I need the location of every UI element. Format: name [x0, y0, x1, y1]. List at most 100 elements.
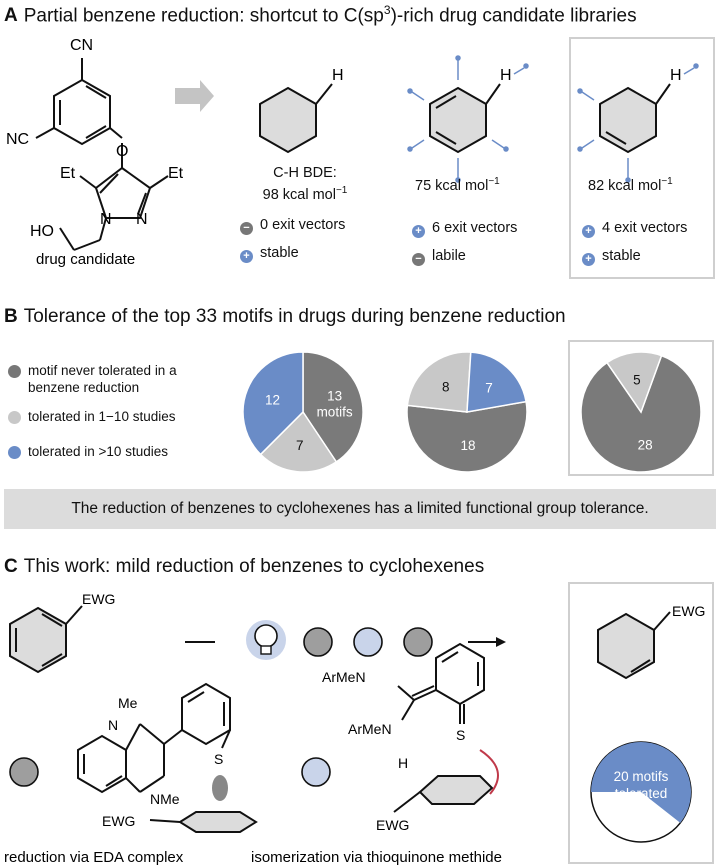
legend-swatch-gray — [8, 365, 21, 378]
exit-vector-arrows-4-icon — [577, 63, 699, 183]
col3-vectors: +4 exit vectors — [582, 220, 687, 238]
benzene-ewg-ring — [9, 605, 83, 674]
legend-item-some: tolerated in 1−10 studies — [8, 408, 218, 425]
cn-left-label: NC — [6, 131, 29, 148]
caption-eda-complex: reduction via EDA complex — [4, 849, 184, 866]
cycle-icon-right — [301, 757, 331, 787]
pie-1-label-3: 12 — [265, 392, 280, 407]
pie-2-slice-3 — [466, 351, 527, 413]
nme-label: NMe — [150, 791, 180, 807]
cyclohexane-ring — [259, 83, 333, 154]
section-c-scheme: EWG EWG 20 motifs tolerated — [4, 591, 705, 866]
col1-stability: +stable — [240, 245, 299, 263]
cyclohexadiene-ring — [429, 83, 501, 154]
pie-2-slice-1 — [406, 400, 528, 473]
eda-arene-ring — [178, 811, 258, 833]
n2-label: N — [136, 211, 148, 228]
pie-2-label-2: 8 — [442, 380, 450, 395]
me-label: Me — [118, 695, 138, 711]
highlight-box-b — [568, 340, 714, 476]
legend-swatch-lightgray — [8, 411, 21, 424]
h-label-1: H — [332, 67, 344, 84]
cyclohexene-ewg-ring — [597, 611, 671, 680]
cn-top-label: CN — [70, 37, 93, 54]
h-label-c: H — [398, 755, 408, 771]
section-a-structures: CN NC O Et Et N N HO drug candidate H H … — [6, 37, 715, 279]
drug-candidate-label: drug candidate — [36, 251, 135, 268]
minus-icon: − — [240, 222, 253, 235]
ewg-label-product: EWG — [672, 603, 705, 619]
result-pie-label-1: 20 motifs — [614, 769, 669, 784]
h-label-3: H — [670, 67, 682, 84]
ewg-bond-right — [393, 791, 421, 813]
pie-1-slice-3 — [242, 351, 304, 456]
pie-2-label-1: 18 — [461, 438, 476, 453]
bde-label-2: 75 kcal mol−1 — [415, 176, 500, 194]
plus-icon: + — [412, 225, 425, 238]
bde-label-3: 82 kcal mol−1 — [588, 176, 673, 194]
et-right-label: Et — [168, 165, 184, 182]
pie-3-slice-1 — [580, 354, 702, 473]
legend-item-many: tolerated in >10 studies — [8, 443, 218, 460]
pie-3-slice-2 — [605, 351, 663, 414]
caption-thioquinone: isomerization via thioquinone methide — [251, 849, 502, 866]
cyclohexene-ring — [599, 83, 671, 154]
limitation-banner: The reduction of benzenes to cyclohexene… — [4, 489, 716, 529]
result-pie — [590, 741, 692, 843]
cycle-icon-3 — [403, 627, 433, 657]
pie-1-slice-2 — [259, 410, 338, 473]
s-label-2: S — [456, 727, 465, 743]
n-label: N — [108, 717, 118, 733]
pie-3-label-1: 28 — [638, 438, 653, 453]
col1-vectors: −0 exit vectors — [240, 217, 345, 235]
armen-label-1: ArMeN — [322, 669, 366, 685]
s-label-1: S — [214, 751, 223, 767]
oxygen-label: O — [116, 143, 128, 160]
highlight-box-c — [568, 582, 714, 864]
pie-1-sublabel-1: motifs — [317, 404, 353, 419]
light-bulb-icon — [246, 620, 286, 660]
plus-icon: + — [582, 253, 595, 266]
benzimidazoline-structure — [77, 682, 231, 794]
thiolate-lone-pair-icon — [212, 775, 228, 801]
minus-icon: − — [412, 253, 425, 266]
ewg-label-1: EWG — [82, 591, 115, 607]
result-pie-slice — [591, 742, 691, 823]
ho-label: HO — [30, 223, 54, 240]
cycle-icon-1 — [303, 627, 333, 657]
col3-stability: +stable — [582, 248, 641, 266]
electron-arrow-icon — [479, 749, 499, 795]
isomerization-arene-ring — [418, 775, 494, 805]
ewg-label-2: EWG — [102, 813, 135, 829]
drug-benzene-ring — [35, 58, 169, 251]
reaction-arrow-icon — [175, 80, 214, 112]
exit-vector-arrows-icon — [407, 55, 529, 183]
col2-stability: −labile — [412, 248, 466, 266]
col2-vectors: +6 exit vectors — [412, 220, 517, 238]
section-b-letter: B — [4, 306, 18, 327]
h-label-2: H — [500, 67, 512, 84]
et-left-label: Et — [60, 165, 76, 182]
legend-swatch-blue — [8, 446, 21, 459]
plus-icon: + — [582, 225, 595, 238]
thioquinone-methide-structure — [397, 642, 485, 724]
pie-2-slice-2 — [406, 351, 472, 413]
pie-2-label-3: 7 — [485, 380, 493, 395]
pie-1-label-1: 13 — [327, 388, 342, 403]
cycle-icon-2 — [353, 627, 383, 657]
plus-icon: + — [240, 250, 253, 263]
highlight-box-a — [569, 37, 715, 279]
section-c-letter: C — [4, 556, 18, 577]
cycle-icon-left — [9, 757, 39, 787]
arrow-right-icon — [468, 637, 506, 647]
result-pie-label-2: tolerated — [615, 786, 668, 801]
section-a-letter: A — [4, 5, 18, 27]
bde-label-1: C-H BDE: 98 kcal mol−1 — [262, 165, 348, 203]
pie-1-label-2: 7 — [296, 438, 304, 453]
